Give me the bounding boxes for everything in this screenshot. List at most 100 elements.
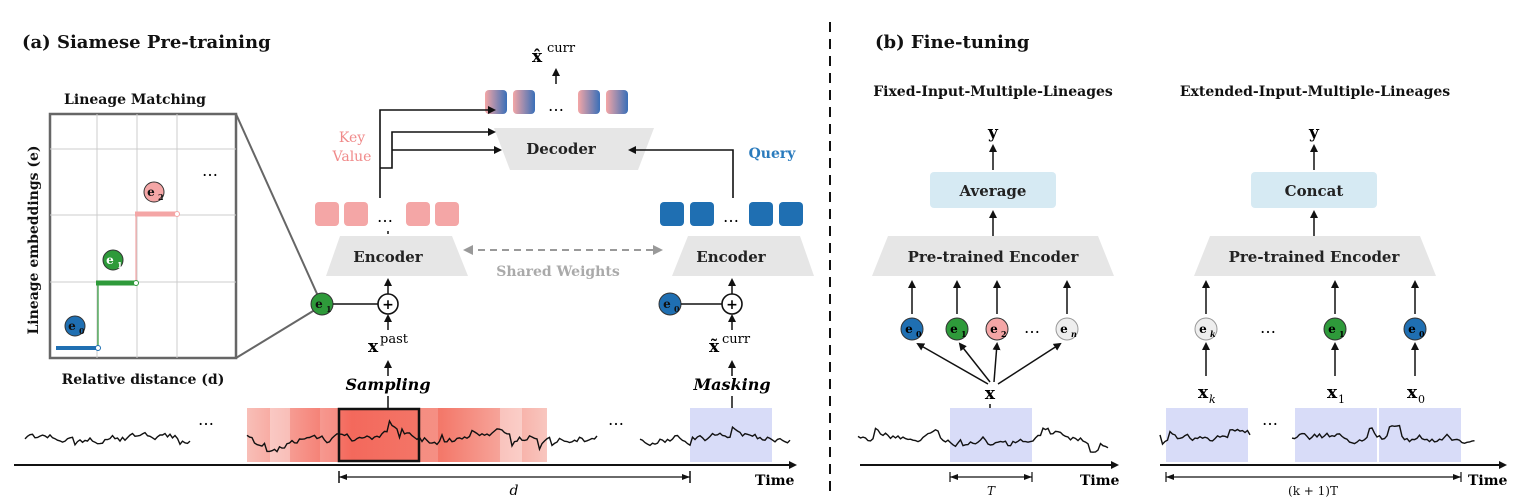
x1-base: x — [1327, 383, 1338, 403]
x-past-base: x — [368, 337, 379, 357]
x0-sub: 0 — [1418, 393, 1425, 406]
y-label-right: y — [1308, 123, 1320, 143]
svg-text:0: 0 — [1419, 329, 1425, 339]
svg-text:e: e — [147, 185, 155, 199]
left-token-ellipsis: … — [377, 207, 393, 226]
kT-label: (k + 1)T — [1288, 484, 1338, 498]
node-e0-extended: e 0 — [1403, 317, 1427, 341]
time-series-c — [1159, 424, 1475, 446]
sampling-region — [247, 408, 547, 462]
x0-base: x — [1407, 383, 1418, 403]
query-label: Query — [749, 146, 797, 162]
left-tokens — [315, 202, 459, 226]
inset-node-e1: e 1 — [102, 249, 124, 271]
svg-text:0: 0 — [79, 326, 85, 336]
extended-nodes-ellipsis: … — [1260, 318, 1276, 337]
query-arrow — [628, 146, 734, 198]
decoder-label: Decoder — [526, 140, 597, 158]
inset-ellipsis: … — [202, 161, 218, 180]
inset-y-label: Lineage embeddings (e) — [26, 145, 42, 334]
x-tilde-base: x̃ — [709, 337, 720, 357]
inset-node-e0: e 0 — [64, 315, 86, 337]
time-label-a: Time — [755, 473, 795, 489]
output-tokens — [485, 90, 628, 114]
fixed-nodes-ellipsis: … — [1024, 318, 1040, 337]
encoder-right-box — [672, 236, 814, 276]
series-a-ellipsis-right: … — [608, 410, 624, 429]
y-label-left: y — [987, 123, 999, 143]
right-node-arrows — [1202, 280, 1419, 376]
fixed-input-title: Fixed-Input-Multiple-Lineages — [873, 84, 1113, 100]
svg-text:1: 1 — [117, 260, 123, 270]
svg-text:e: e — [1060, 322, 1068, 336]
value-label: Value — [332, 149, 372, 165]
x-label-fixed: x — [985, 384, 996, 404]
time-label-b: Time — [1080, 473, 1120, 489]
xk-sub: k — [1209, 393, 1216, 406]
node-e0-right: e 0 — [658, 292, 682, 316]
inset-frame — [48, 112, 238, 360]
node-e2-fixed: e 2 — [985, 317, 1009, 341]
node-en-fixed: e n — [1055, 317, 1079, 341]
x-tilde-sup: curr — [722, 332, 751, 347]
series-a-ellipsis-left: … — [198, 410, 214, 429]
svg-text:e: e — [905, 322, 913, 336]
panel-a-title: (a) Siamese Pre-training — [22, 32, 271, 53]
time-label-c: Time — [1468, 473, 1508, 489]
svg-text:0: 0 — [674, 304, 680, 314]
encoder-left-box — [326, 236, 468, 276]
time-series-b — [857, 427, 1109, 453]
panel-b-title: (b) Fine-tuning — [875, 32, 1030, 53]
svg-text:e: e — [315, 297, 323, 311]
svg-text:e: e — [950, 322, 958, 336]
concat-label: Concat — [1285, 182, 1344, 200]
d-label: d — [510, 483, 519, 499]
encoder-left-label: Encoder — [353, 248, 424, 266]
fixed-input-window — [950, 408, 1032, 462]
svg-text:e: e — [106, 253, 114, 267]
decoder-box — [494, 128, 654, 170]
svg-text:e: e — [1328, 322, 1336, 336]
left-embedding-nodes: e 0 e 1 e 2 … e n — [900, 317, 1079, 341]
output-ellipsis: … — [548, 96, 564, 115]
average-box — [930, 172, 1056, 208]
right-tokens — [660, 202, 803, 226]
zoom-line-bottom — [235, 307, 319, 359]
pretrained-encoder-right-box — [1194, 236, 1436, 276]
plus-left-label: + — [382, 297, 394, 313]
node-e1-extended: e 1 — [1323, 317, 1347, 341]
sampling-stripes — [270, 408, 522, 462]
extended-window-k — [1166, 408, 1248, 462]
pretrained-encoder-left-box — [872, 236, 1114, 276]
encoder-right-label: Encoder — [696, 248, 767, 266]
node-e0-fixed: e 0 — [900, 317, 924, 341]
concat-box — [1251, 172, 1377, 208]
inset-title: Lineage Matching — [64, 92, 206, 108]
x1-sub: 1 — [1338, 393, 1345, 406]
svg-text:2: 2 — [1001, 329, 1007, 339]
x-inputs-extended: x k x 1 x 0 — [1198, 383, 1425, 406]
time-series-a — [24, 419, 791, 453]
inset-x-label: Relative distance (d) — [62, 372, 225, 388]
left-node-arrows — [908, 280, 1071, 385]
extended-input-title: Extended-Input-Multiple-Lineages — [1180, 84, 1450, 100]
svg-text:k: k — [1210, 329, 1216, 339]
svg-text:n: n — [1071, 329, 1077, 339]
svg-text:e: e — [663, 297, 671, 311]
node-e1-left: e 1 — [310, 292, 334, 316]
svg-text:1: 1 — [326, 304, 332, 314]
x-hat-sup: curr — [547, 41, 576, 56]
svg-text:0: 0 — [916, 329, 922, 339]
node-ek-extended: e k — [1194, 317, 1218, 341]
plus-right-label: + — [726, 297, 738, 313]
series-c-ellipsis: … — [1262, 410, 1278, 429]
svg-text:1: 1 — [961, 329, 967, 339]
average-label: Average — [959, 182, 1027, 200]
svg-text:1: 1 — [1339, 329, 1345, 339]
pretrained-encoder-left-label: Pre-trained Encoder — [908, 248, 1080, 266]
key-arrow — [379, 106, 496, 198]
inset-node-e2: e 2 — [143, 181, 165, 203]
svg-text:2: 2 — [158, 192, 164, 202]
svg-text:e: e — [1408, 322, 1416, 336]
